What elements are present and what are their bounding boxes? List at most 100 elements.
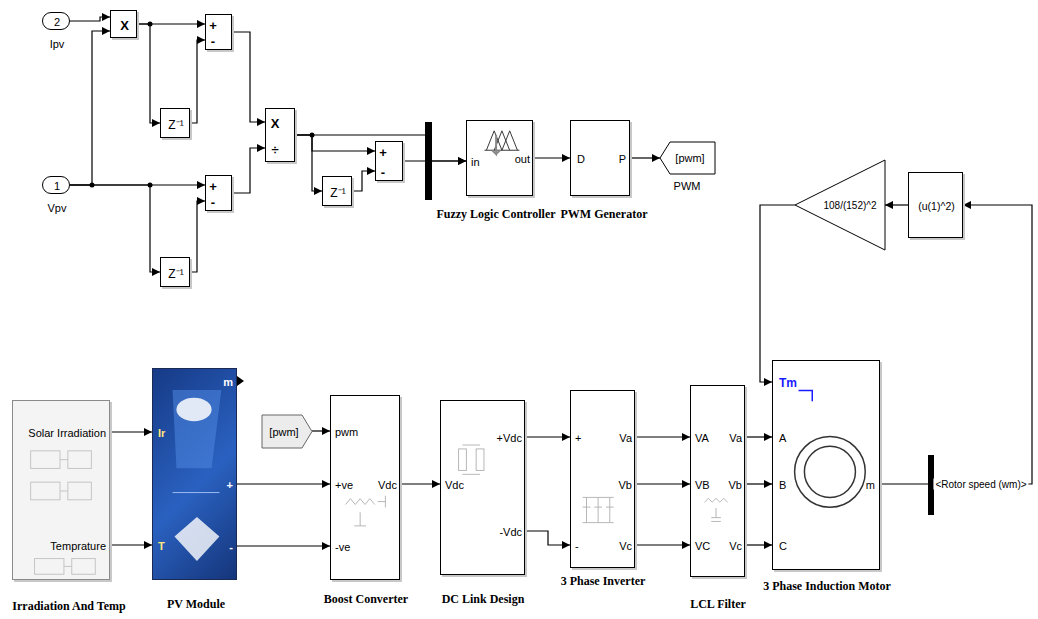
- icon-stroke: [462, 474, 480, 475]
- block-name: PWM Generator: [561, 207, 648, 222]
- sign-symbol: +: [209, 18, 217, 33]
- branch-dot: [148, 183, 153, 188]
- signal-wire: [312, 430, 330, 431]
- port-label: +: [575, 432, 581, 444]
- port-label: Vb: [619, 479, 632, 491]
- port-label: -: [575, 540, 579, 552]
- signal-wire: [885, 204, 908, 205]
- port-label: Solar Irradiation: [28, 427, 106, 439]
- icon-stroke: [606, 507, 614, 508]
- panel-cell: [173, 390, 222, 468]
- icon-stroke: [484, 150, 519, 151]
- signal-wire: [295, 135, 375, 151]
- icon-stroke: [60, 459, 68, 460]
- sum-block: +-: [205, 175, 232, 211]
- icon-stroke: [486, 131, 502, 150]
- port-label: pwm: [335, 426, 358, 438]
- motor-icon: [773, 361, 879, 569]
- icon-stroke: [360, 512, 361, 526]
- delay-symbol: Z⁻¹: [168, 265, 183, 282]
- block-name: Irradiation And Temp: [12, 599, 125, 614]
- icon-stroke: [60, 490, 68, 491]
- signal-wire: [525, 531, 570, 545]
- port-label: out: [515, 153, 530, 165]
- branch-dot: [90, 183, 95, 188]
- signal-wire: [110, 431, 152, 432]
- icon-stroke: [586, 497, 587, 522]
- port-label: +: [227, 479, 233, 491]
- port-label: -ve: [335, 541, 350, 553]
- from-outline: [262, 415, 312, 448]
- induction-motor-block: TmABCm3 Phase Induction Motor: [772, 360, 880, 570]
- resistor-symbol: [459, 449, 467, 470]
- signal-wire: [745, 483, 772, 484]
- port-label: [pwm]: [269, 426, 298, 438]
- port-label: B: [779, 479, 786, 491]
- signal-wire: [525, 436, 570, 437]
- signal-wire: [352, 171, 375, 191]
- signal-wire: [760, 205, 795, 382]
- inner-block: [72, 559, 96, 575]
- mux-bar: [425, 122, 432, 200]
- inner-block: [68, 482, 92, 500]
- port-label: -Vdc: [499, 526, 522, 538]
- unit-delay-block: Z⁻¹: [322, 176, 352, 206]
- signal-wire: [630, 157, 660, 158]
- signal-wire: [70, 185, 160, 272]
- port-label: in: [471, 156, 480, 168]
- signal-wire: [237, 483, 330, 484]
- inport-block: 1Vpv: [42, 176, 70, 194]
- signal-wire: [110, 544, 152, 545]
- port-label: D: [577, 153, 585, 165]
- port-label: Va: [729, 432, 742, 444]
- panel-glare: [176, 398, 211, 421]
- port-label: C: [779, 540, 787, 552]
- port-label: VA: [695, 432, 709, 444]
- delay-symbol: Z⁻¹: [330, 184, 345, 201]
- port-label: P: [619, 153, 626, 165]
- pv-icon: [153, 369, 236, 579]
- goto-tag: [pwm]PWM: [660, 142, 715, 174]
- gain-block: 108/(152)^2: [795, 160, 885, 250]
- port-label: m: [223, 376, 233, 388]
- delay-symbol: Z⁻¹: [168, 116, 183, 133]
- icon-stroke: [462, 445, 480, 446]
- operator-symbol: ÷: [271, 142, 278, 157]
- port-label: Vb: [729, 479, 742, 491]
- inner-block: [68, 451, 92, 469]
- dc-link-block: Vdc+Vdc-VdcDC Link Design: [440, 400, 525, 575]
- function-expression: (u(1)^2): [918, 200, 954, 212]
- inport-block: 2Ipv: [42, 12, 70, 30]
- signal-wire: [295, 135, 322, 191]
- port-label: Vc: [619, 540, 632, 552]
- block-name: LCL Filter: [690, 597, 746, 612]
- port-label: Temprature: [50, 540, 106, 552]
- signal-wire: [745, 544, 772, 545]
- port-label: Vdc: [378, 479, 397, 491]
- inner-block: [31, 482, 60, 500]
- lcl-filter-block: VAVBVCVaVbVcLCL Filter: [690, 385, 745, 577]
- sign-symbol: -: [211, 195, 215, 210]
- branch-dot: [148, 22, 153, 27]
- port-label: m: [866, 479, 875, 491]
- sign-symbol: -: [211, 34, 215, 49]
- icon-stroke: [594, 507, 602, 508]
- sum-block: +-: [205, 14, 232, 50]
- port-name: PWM: [674, 180, 701, 192]
- signal-wire: [70, 17, 110, 21]
- output-port-marker: [237, 376, 244, 386]
- signal-wire: [70, 31, 110, 185]
- from-tag: [pwm]: [262, 415, 312, 448]
- block-name: Boost Converter: [324, 592, 408, 607]
- port-label: Ir: [158, 427, 165, 439]
- port-name: Vpv: [48, 202, 67, 214]
- icon-stroke: [609, 497, 610, 522]
- port-name: Ipv: [50, 38, 65, 50]
- sum-block: +-: [375, 141, 403, 181]
- gain-value: 108/(152)^2: [823, 200, 876, 211]
- signal-wire: [137, 24, 160, 123]
- signal-wire: [400, 483, 440, 484]
- boost-converter-block: pwm+ve-veVdcBoost Converter: [330, 395, 400, 580]
- signal-wire: [745, 436, 772, 437]
